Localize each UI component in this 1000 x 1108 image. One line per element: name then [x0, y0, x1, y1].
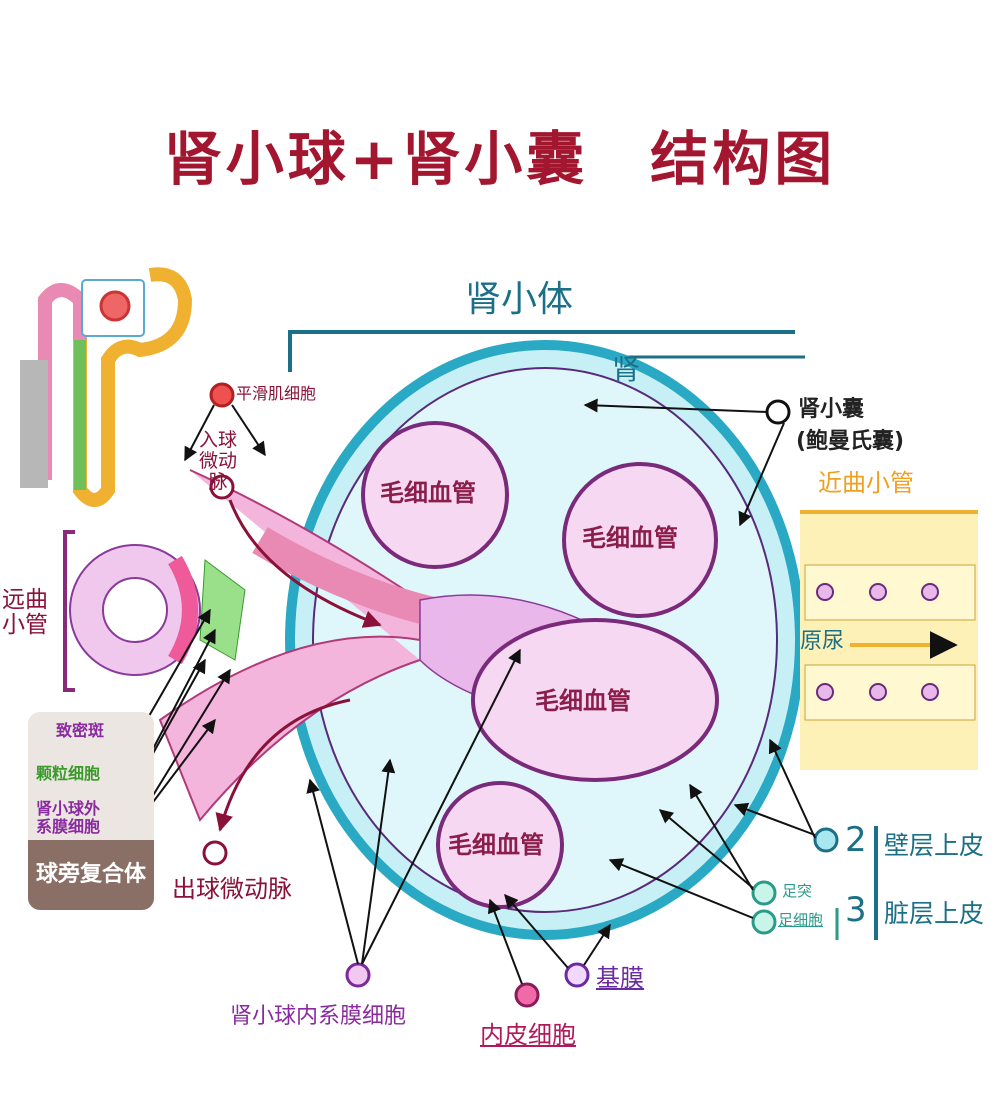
foot-process-label: 足突 [782, 882, 813, 900]
distal-tubule-label: 远曲小管 [2, 587, 48, 639]
endothelial-cell-label: 内皮细胞 [480, 1021, 576, 1049]
renal-corpuscle-label: 肾小体 [465, 279, 574, 320]
smooth-muscle-label: 平滑肌细胞 [236, 384, 317, 403]
visceral-epithelium-label: 脏层上皮 [884, 899, 985, 928]
capillary-label-2: 毛细血管 [582, 524, 678, 552]
page-title: 肾小球+肾小囊 结构图 [163, 125, 837, 193]
juxtaglomerular-complex-title: 球旁复合体 [28, 840, 154, 910]
kidney-partial-label: 肾 [612, 353, 641, 386]
capillary-label-4: 毛细血管 [448, 831, 544, 859]
afferent-arteriole-label: 入球微动脉 [198, 429, 237, 493]
bowman-capsule-alt-label: (鲍曼氏囊) [796, 429, 905, 454]
parietal-epithelium-label: 壁层上皮 [884, 831, 985, 860]
primary-urine-label: 原尿 [800, 629, 845, 654]
capillary-label-1: 毛细血管 [380, 479, 476, 507]
proximal-tubule-label: 近曲小管 [818, 469, 914, 497]
juxtaglomerular-complex-box: 致密斑 颗粒细胞 肾小球外系膜细胞 球旁复合体 [28, 712, 154, 910]
nephron-thumbnail-icon [20, 267, 193, 507]
bowman-capsule-label: 肾小囊 [798, 397, 865, 422]
capillary-label-3: 毛细血管 [535, 687, 631, 715]
smooth-muscle-marker [209, 382, 235, 408]
intraglomerular-mesangial-label: 肾小球内系膜细胞 [230, 1004, 407, 1029]
visceral-number: 3 [845, 890, 867, 930]
parietal-number: 2 [845, 820, 867, 860]
granular-cells-label: 颗粒细胞 [36, 764, 101, 783]
podocyte-label: 足细胞 [778, 911, 824, 929]
basement-membrane-label: 基膜 [596, 964, 644, 992]
macula-densa-label: 致密斑 [56, 721, 105, 740]
extraglomerular-mesangial-label: 肾小球外系膜细胞 [36, 799, 101, 836]
efferent-arteriole-label: 出球微动脉 [172, 875, 292, 903]
